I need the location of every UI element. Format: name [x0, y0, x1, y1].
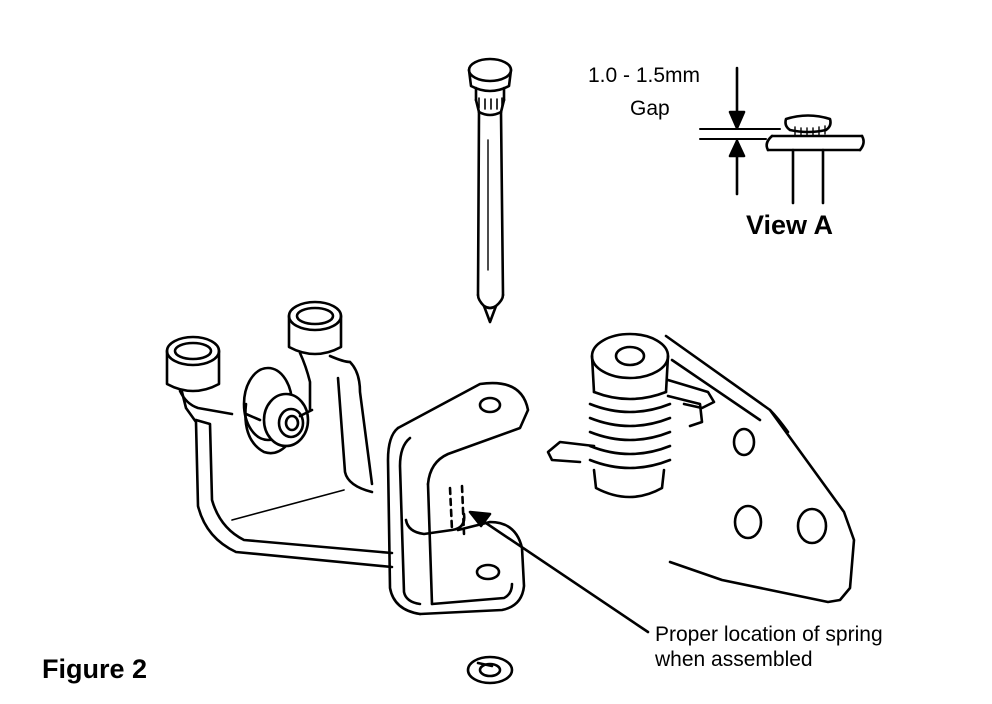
spring-location-callout: Proper location of spring when assembled — [655, 622, 883, 672]
gap-label: Gap — [630, 97, 670, 120]
retaining-clip — [466, 655, 514, 685]
figure-caption: Figure 2 — [42, 654, 148, 684]
hinge-leaf — [664, 334, 856, 604]
callout-line-1: Proper location of spring — [655, 623, 883, 646]
gap-dimension-label: 1.0 - 1.5mm — [588, 64, 701, 87]
hinge-pin — [467, 57, 513, 324]
view-a-title: View A — [746, 210, 834, 240]
callout-leader — [468, 510, 650, 634]
roller-bracket — [165, 300, 394, 569]
view-a-detail — [699, 66, 865, 205]
mount-bracket — [386, 381, 530, 616]
callout-line-2: when assembled — [655, 648, 813, 672]
spring-barrel — [546, 332, 716, 499]
